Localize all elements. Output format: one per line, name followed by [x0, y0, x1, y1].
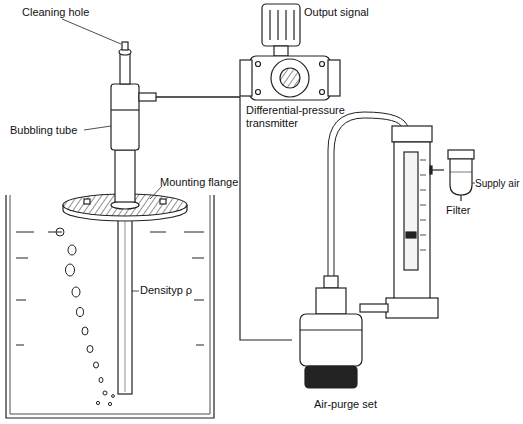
- tube-head-part: [115, 150, 135, 202]
- part-label: Densityp ρ: [140, 284, 192, 297]
- air-purge-set-part: [394, 142, 430, 302]
- part-label: Mounting flange: [160, 176, 238, 189]
- tube-head-part: [139, 93, 156, 101]
- air-filter: [448, 150, 474, 201]
- dp-transmitter-part: [256, 90, 261, 95]
- liquid-surface: [16, 232, 204, 345]
- air-filter-part: [450, 172, 472, 173]
- dp-transmitter-part: [293, 10, 294, 40]
- bubbles-part: [96, 401, 99, 404]
- dp-transmitter-part: [269, 10, 270, 40]
- dp-transmitter: [240, 4, 340, 100]
- air-purge-set-part: [406, 232, 416, 238]
- dp-transmitter-part: [240, 60, 252, 96]
- leader-lines: [62, 19, 475, 291]
- air-purge-set-part: [324, 276, 338, 288]
- dip-tube-part: [125, 215, 126, 392]
- air-purge-set-part: [430, 166, 432, 174]
- liquid-surface-part: [16, 345, 204, 346]
- air-line: [432, 169, 444, 170]
- air-purge-set-part: [420, 160, 426, 250]
- air-purge-set-part: [300, 314, 362, 366]
- dip-tube: [118, 212, 132, 394]
- part-label: Output signal: [304, 6, 369, 19]
- bubbles-part: [82, 327, 88, 335]
- node-label: Bubbling tube: [10, 124, 77, 137]
- air-purge-set-part: [386, 298, 438, 318]
- dp-transmitter-part: [328, 60, 340, 96]
- dp-transmitter-part: [320, 62, 325, 67]
- dp-transmitter-part: [274, 46, 288, 56]
- bubbling-tube-node: Bubbling tube: [6, 20, 156, 185]
- dp-transmitter-part: [271, 59, 309, 97]
- node-label: Air-purge set: [314, 398, 377, 411]
- air-line: [156, 96, 240, 97]
- dp-transmitter-part: [320, 90, 325, 95]
- air-filter-part: [460, 195, 461, 201]
- air-purge-node: Air-purge set: [292, 110, 432, 415]
- dp-transmitter-part: [250, 56, 330, 100]
- mounting-flange-part: [84, 199, 90, 204]
- air-filter-part: [448, 150, 474, 159]
- dp-transmitter-part: [277, 10, 278, 40]
- bubbles-part: [77, 308, 84, 317]
- liquid-surface-part: [16, 300, 204, 301]
- air-purge-set: [300, 112, 438, 388]
- air-filter-part: [450, 159, 472, 195]
- bubbles-part: [108, 402, 111, 405]
- bubbles-part: [66, 264, 75, 276]
- leader-lines-part: [132, 291, 139, 292]
- bubbles: [56, 228, 114, 406]
- bubbles-part: [56, 228, 64, 236]
- bubbles-part: [87, 346, 93, 353]
- part-label: Cleaning hole: [22, 6, 89, 19]
- dp-transmitter-part: [280, 68, 300, 88]
- tank-part: [10, 195, 210, 414]
- air-purge-set-part: [316, 288, 346, 314]
- dp-transmitter-part: [256, 62, 261, 67]
- liquid-surface-part: [16, 232, 204, 233]
- leader-lines-part: [84, 126, 111, 130]
- air-purge-set-part: [360, 304, 388, 312]
- air-purge-set-part: [404, 152, 418, 270]
- tank: [6, 195, 214, 418]
- tube-head-part: [122, 42, 128, 50]
- air-line: [156, 97, 292, 340]
- dp-transmitter-part: [262, 4, 300, 46]
- tank-part: [6, 195, 214, 418]
- air-purge-set-part: [392, 126, 432, 142]
- air-purge-set-part: [300, 329, 362, 330]
- mounting-flange-part: [160, 199, 166, 204]
- filter-node: Filter: [444, 140, 478, 218]
- tube-head-part: [111, 84, 139, 150]
- tube-head-part: [111, 109, 139, 110]
- dip-tube-part: [118, 212, 132, 394]
- tube-head: [111, 42, 156, 202]
- tube-head-part: [120, 52, 130, 84]
- bubbles-part: [103, 391, 107, 395]
- transmitter-node: Differential-pressure transmitter: [240, 0, 365, 138]
- dp-transmitter-part: [285, 10, 286, 40]
- bubbles-part: [94, 362, 99, 368]
- liquid-surface-part: [16, 258, 204, 259]
- bubbles-part: [72, 287, 80, 297]
- node-label: Filter: [446, 204, 470, 217]
- part-label: Supply air: [475, 177, 519, 190]
- air-purge-set-part: [334, 118, 402, 282]
- bubbles-part: [68, 245, 76, 255]
- air-purge-set-part: [305, 366, 357, 388]
- bubbles-part: [112, 395, 115, 398]
- leader-lines-part: [62, 19, 121, 44]
- node-label: Differential-pressure transmitter: [246, 104, 358, 130]
- bubbles-part: [99, 378, 103, 383]
